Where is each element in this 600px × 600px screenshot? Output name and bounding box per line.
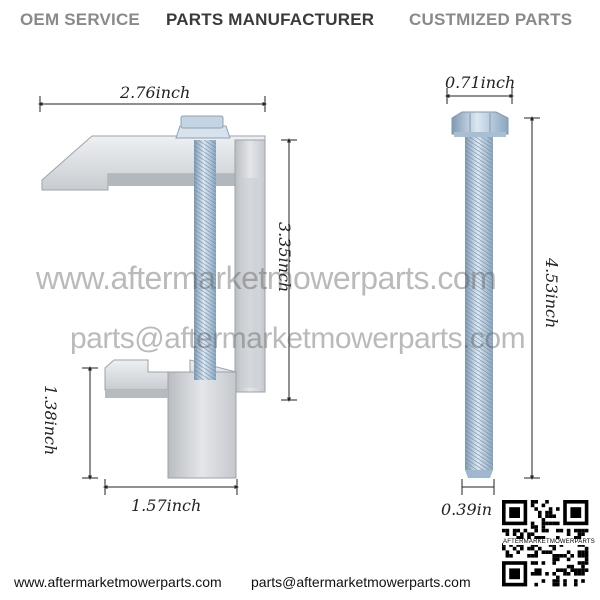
- dim-bolt-length: 4.53inch: [542, 258, 561, 329]
- dim-bolt-diameter: 0.39in: [441, 500, 493, 519]
- hex-bolt: [451, 111, 509, 478]
- header-customized-parts: CUSTMIZED PARTS: [409, 10, 573, 29]
- qr-label: AFTERMARKETMOWERPARTS: [503, 539, 595, 545]
- dim-foot-width: 1.57inch: [131, 496, 202, 515]
- header-parts-manufacturer: PARTS MANUFACTURER: [166, 10, 375, 29]
- qr-code: [500, 498, 590, 588]
- footer-website[interactable]: www.aftermarketmowerparts.com: [14, 574, 222, 590]
- header-oem-service: OEM SERVICE: [20, 10, 140, 29]
- c-clamp: [41, 115, 266, 479]
- watermark-site: www.aftermarketmowerparts.com: [36, 260, 497, 296]
- footer-email[interactable]: parts@aftermarketmowerparts.com: [251, 574, 471, 590]
- dimension-lines: [38, 88, 540, 495]
- dim-foot-height: 1.38inch: [41, 385, 60, 456]
- header-banner: OEM SERVICE PARTS MANUFACTURER CUSTMIZED…: [0, 10, 600, 34]
- dim-clamp-width: 2.76inch: [120, 83, 191, 102]
- dim-bolt-head: 0.71inch: [445, 73, 516, 92]
- watermark-email: parts@aftermarketmowerparts.com: [70, 322, 526, 355]
